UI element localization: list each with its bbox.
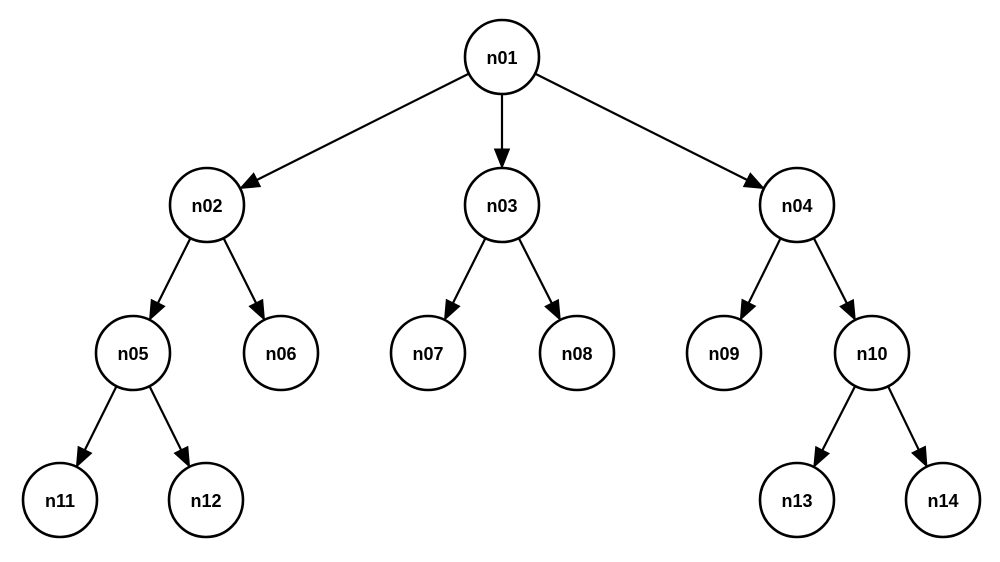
node-circle[interactable] [463, 166, 541, 244]
node-label: n07 [412, 344, 443, 364]
graph-edge-n04-to-n10 [812, 237, 856, 322]
graph-node-n03[interactable]: n03 [463, 166, 541, 244]
edge-line [821, 385, 857, 451]
graph-node-n12[interactable]: n12 [167, 461, 245, 539]
node-label: n02 [191, 196, 222, 216]
edge-line [812, 237, 848, 304]
node-circle[interactable] [463, 18, 541, 96]
graph-edge-n10-to-n13 [813, 385, 857, 469]
graph-node-n11[interactable]: n11 [21, 461, 99, 539]
node-label: n05 [117, 344, 148, 364]
edge-line [256, 72, 470, 181]
edge-line [517, 237, 553, 304]
node-label: n01 [486, 48, 517, 68]
graph-edge-n02-to-n05 [148, 237, 192, 322]
node-label: n09 [708, 344, 739, 364]
edge-layer [75, 72, 928, 469]
edge-line [534, 72, 748, 181]
graph-edge-n05-to-n11 [75, 385, 118, 469]
node-label: n14 [927, 491, 958, 511]
graph-edge-n04-to-n09 [739, 237, 782, 322]
graph-edge-n03-to-n08 [517, 237, 561, 322]
node-label: n06 [265, 344, 296, 364]
graph-node-n06[interactable]: n06 [242, 314, 320, 392]
node-circle[interactable] [21, 461, 99, 539]
node-label: n08 [561, 344, 592, 364]
node-circle[interactable] [538, 314, 616, 392]
arrowhead-icon [839, 298, 856, 322]
graph-node-n09[interactable]: n09 [685, 314, 763, 392]
node-circle[interactable] [167, 461, 245, 539]
node-circle[interactable] [168, 166, 246, 244]
arrowhead-icon [75, 445, 93, 469]
graph-edge-n01-to-n02 [238, 72, 470, 190]
arrowhead-icon [813, 445, 831, 469]
node-circle[interactable] [758, 461, 836, 539]
graph-node-n14[interactable]: n14 [904, 461, 982, 539]
node-circle[interactable] [685, 314, 763, 392]
graph-edge-n03-to-n07 [443, 237, 487, 322]
graph-edge-n05-to-n12 [148, 385, 191, 469]
node-circle[interactable] [94, 314, 172, 392]
graph-node-n02[interactable]: n02 [168, 166, 246, 244]
arrowhead-icon [911, 445, 928, 468]
node-layer: n01 n02 n03 n04 n05 n06 n07 n08 n09 n10 n11 n12 n13 n… [21, 18, 982, 539]
arrowhead-icon [493, 148, 511, 170]
edge-line [83, 385, 118, 451]
edge-line [452, 237, 487, 304]
graph-node-n07[interactable]: n07 [389, 314, 467, 392]
graph-node-n10[interactable]: n10 [833, 314, 911, 392]
arrowhead-icon [544, 298, 561, 322]
graph-edge-n01-to-n03 [493, 94, 511, 170]
graph-edge-n10-to-n14 [887, 385, 928, 468]
node-label: n03 [486, 196, 517, 216]
arrowhead-icon [739, 298, 757, 322]
edge-line [747, 237, 782, 304]
edge-line [222, 237, 257, 304]
node-circle[interactable] [833, 314, 911, 392]
graph-node-n04[interactable]: n04 [758, 166, 836, 244]
edge-line [157, 237, 192, 304]
arrowhead-icon [248, 298, 266, 322]
graph-node-n08[interactable]: n08 [538, 314, 616, 392]
node-label: n12 [190, 491, 221, 511]
arrowhead-icon [238, 172, 262, 190]
graph-node-n13[interactable]: n13 [758, 461, 836, 539]
arrowhead-icon [148, 298, 166, 322]
node-circle[interactable] [904, 461, 982, 539]
node-label: n11 [45, 491, 75, 511]
node-label: n04 [781, 196, 812, 216]
edge-line [148, 385, 183, 451]
node-circle[interactable] [389, 314, 467, 392]
graph-node-n01[interactable]: n01 [463, 18, 541, 96]
edge-line [887, 385, 920, 451]
node-label: n13 [781, 491, 812, 511]
arrowhead-icon [173, 445, 191, 469]
node-label: n10 [856, 344, 887, 364]
graph-node-n05[interactable]: n05 [94, 314, 172, 392]
arrowhead-icon [742, 172, 766, 190]
graph-edge-n01-to-n04 [534, 72, 766, 190]
node-circle[interactable] [758, 166, 836, 244]
arrowhead-icon [443, 298, 461, 322]
node-circle[interactable] [242, 314, 320, 392]
graph-edge-n02-to-n06 [222, 237, 266, 322]
